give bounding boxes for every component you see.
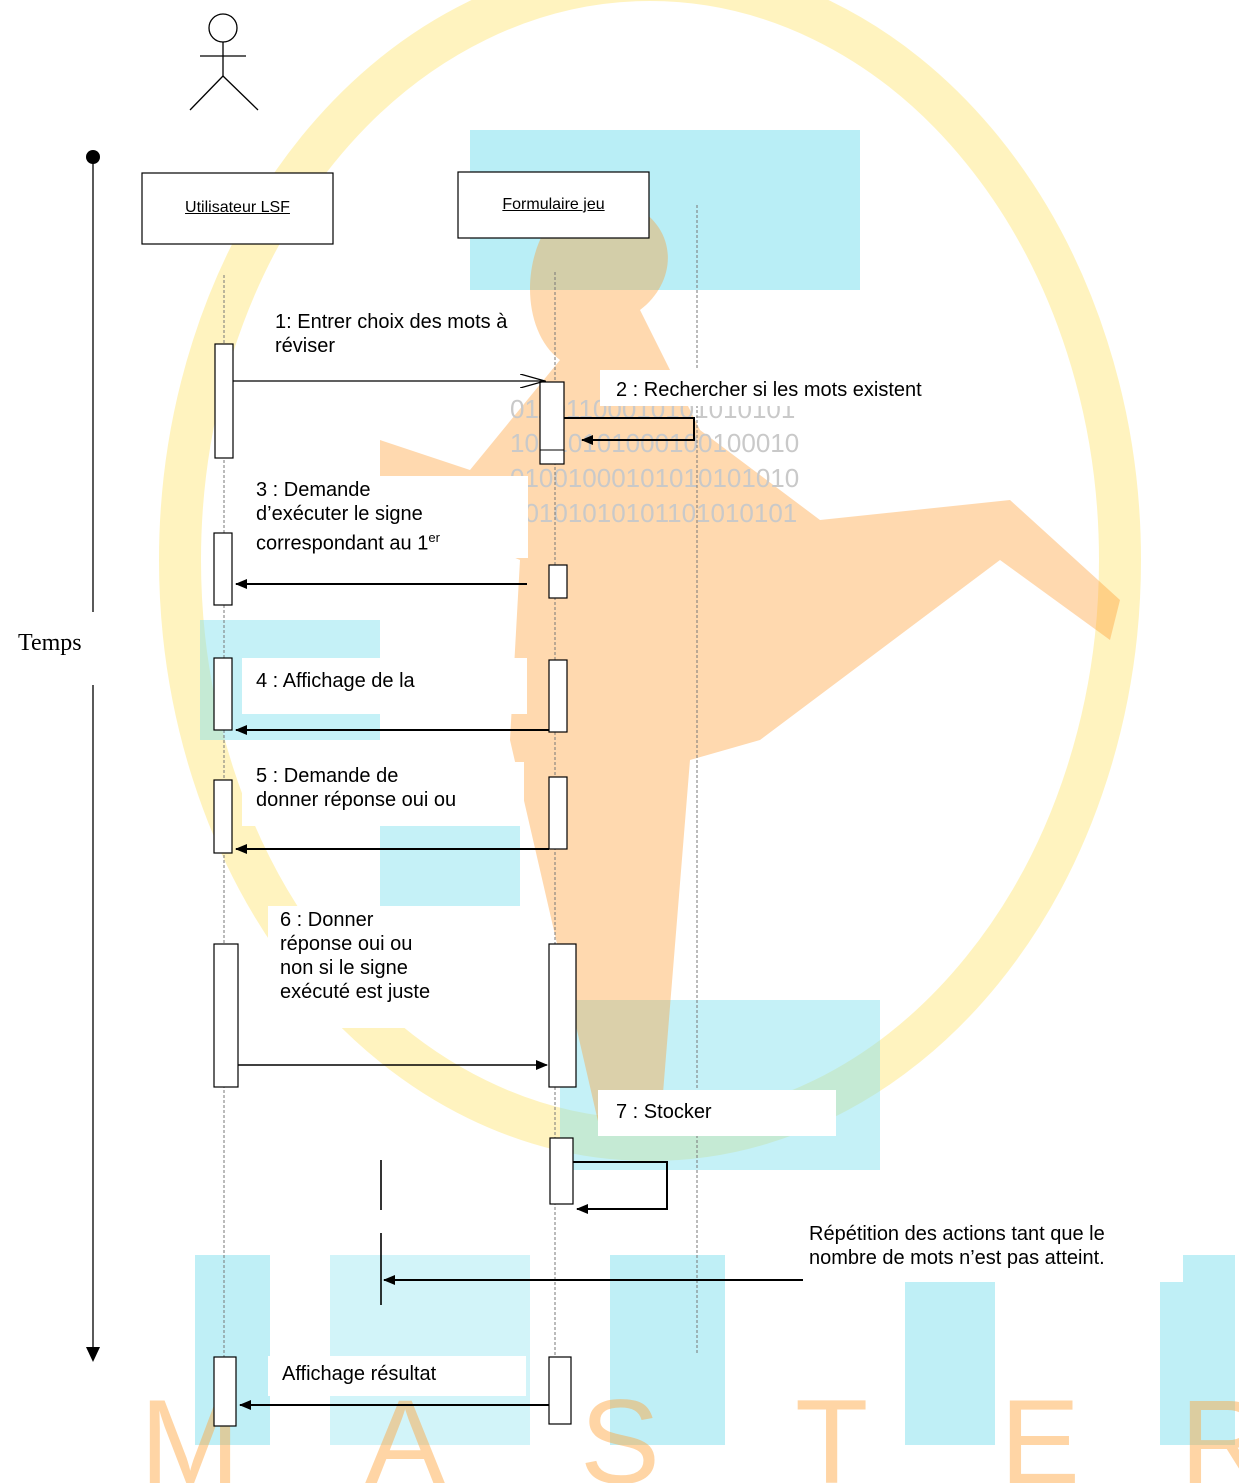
activation-bar [548, 659, 568, 733]
watermark-figure [380, 200, 1120, 1130]
watermark-cyan-block [560, 1000, 880, 1170]
watermark-binary: 01001000101010101010 [510, 463, 799, 493]
actor-icon [189, 13, 259, 111]
time-axis [86, 150, 100, 1362]
message-label-result: Affichage résultat [268, 1356, 526, 1396]
watermark-cyan-bar [610, 1255, 725, 1445]
activation-bar [213, 779, 233, 854]
message-label-2: 2 : Rechercher si les mots existent [600, 370, 998, 406]
watermark-binary: 00101010101101010101 [510, 498, 797, 528]
lifeline-box-user [141, 172, 334, 245]
activation-bar [539, 381, 565, 465]
message-label-5: 5 : Demande de donner réponse oui ou [242, 762, 524, 826]
watermark-letter: T [795, 1375, 868, 1483]
loop-note: Répétition des actions tant que le nombr… [803, 1220, 1183, 1282]
activation-bar [213, 1356, 237, 1427]
watermark-cyan-bar [330, 1255, 530, 1445]
activation-bar [548, 564, 568, 599]
message-arrow-7 [573, 1161, 668, 1214]
time-axis-arrowhead [86, 1347, 100, 1362]
watermark-cyan-bar [905, 1255, 995, 1445]
watermark-ring [159, 0, 1141, 1161]
message-label-3-superscript: er [428, 530, 440, 545]
time-axis-label: Temps [18, 630, 86, 657]
message-label-6: 6 : Donner réponse oui ou non si le sign… [268, 906, 528, 1028]
message-label-7: 7 : Stocker [598, 1090, 836, 1136]
watermark: 01101100010101010101 1001010100010010001… [140, 0, 1239, 1483]
activation-bar [548, 776, 568, 850]
lifeline-title-user: Utilisateur LSF [185, 199, 290, 216]
watermark-letter: S [580, 1375, 660, 1483]
watermark-letter: E [1000, 1375, 1080, 1483]
watermark-cyan-bar [1160, 1255, 1235, 1445]
activation-bar [548, 1356, 572, 1425]
activation-bar [213, 943, 239, 1088]
activation-bar [548, 943, 577, 1088]
watermark-letter: R [1180, 1375, 1239, 1483]
activation-bar [213, 532, 233, 606]
lifeline-title-form: Formulaire jeu [502, 196, 605, 213]
activation-bar [549, 1137, 574, 1205]
message-label-3: 3 : Demande d’exécuter le signe correspo… [242, 476, 528, 558]
message-label-4: 4 : Affichage de la [242, 658, 527, 714]
activation-bar [213, 657, 233, 731]
activation-bar [214, 343, 234, 459]
message-label-1: 1: Entrer choix des mots à réviser [275, 311, 508, 357]
lifeline-box-form [457, 171, 650, 239]
message-label-3-text: 3 : Demande d’exécuter le signe correspo… [256, 479, 429, 555]
message-arrow-2 [564, 417, 695, 445]
